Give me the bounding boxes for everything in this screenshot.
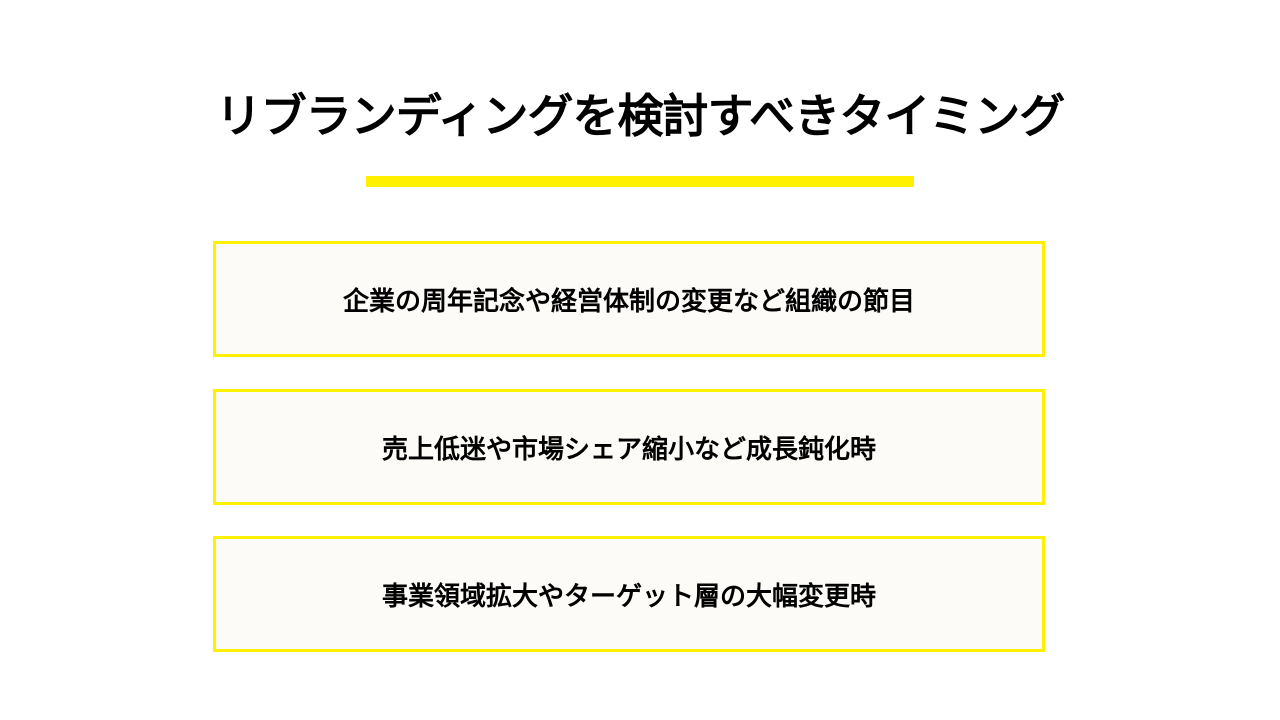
timing-item-text: 売上低迷や市場シェア縮小など成長鈍化時 (381, 434, 876, 465)
timing-item: 事業領域拡大やターゲット層の大幅変更時 (213, 536, 1045, 652)
timing-item: 売上低迷や市場シェア縮小など成長鈍化時 (213, 389, 1045, 505)
timing-item-text: 事業領域拡大やターゲット層の大幅変更時 (381, 581, 876, 612)
timing-item-text: 企業の周年記念や経営体制の変更など組織の節目 (342, 286, 915, 317)
page-title: リブランディングを検討すべきタイミング (215, 89, 1066, 143)
title-underline (366, 176, 914, 187)
timing-item: 企業の周年記念や経営体制の変更など組織の節目 (213, 241, 1045, 357)
